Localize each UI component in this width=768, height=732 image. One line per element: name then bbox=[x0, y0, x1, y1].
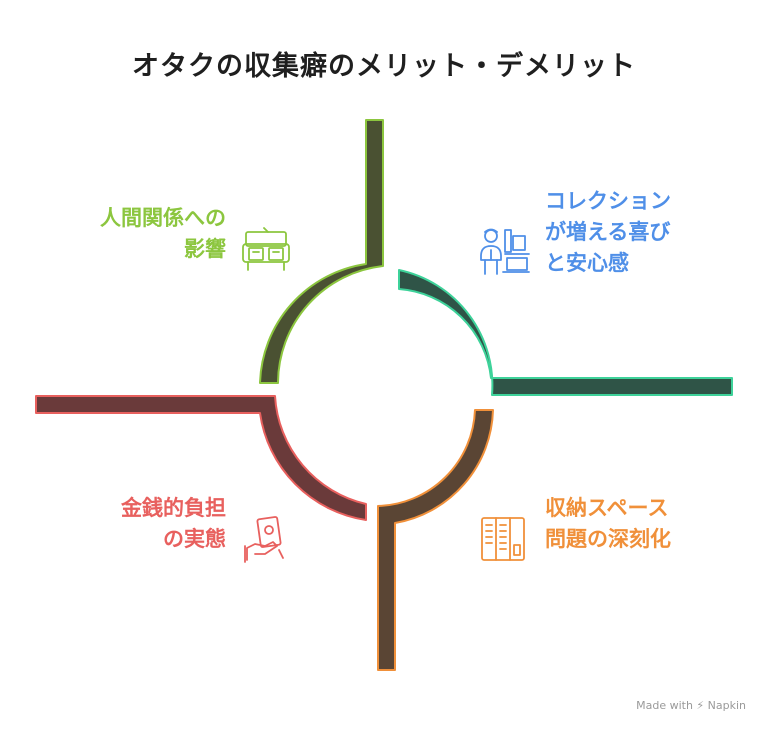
label-storage-problem: 収納スペース 問題の深刻化 bbox=[545, 493, 671, 555]
label-line: 問題の深刻化 bbox=[545, 527, 671, 551]
label-line: が増える喜び bbox=[545, 220, 671, 244]
storage-shelf-icon bbox=[481, 517, 525, 561]
segment-top-right bbox=[398, 269, 733, 396]
label-financial-burden: 金銭的負担 の実態 bbox=[121, 493, 226, 555]
hand-with-money-icon bbox=[244, 516, 284, 563]
label-line: 金銭的負担 bbox=[121, 496, 226, 520]
label-line: コレクション bbox=[545, 189, 671, 213]
label-line: 人間関係への bbox=[100, 206, 226, 230]
segment-bottom-left bbox=[35, 395, 367, 521]
label-line: と安心感 bbox=[545, 251, 629, 275]
label-line: の実態 bbox=[163, 527, 226, 551]
segment-bottom-right bbox=[377, 409, 494, 671]
label-collection-joy: コレクション が増える喜び と安心感 bbox=[545, 186, 671, 279]
label-relationships: 人間関係への 影響 bbox=[100, 203, 226, 265]
label-line: 影響 bbox=[184, 237, 226, 261]
person-with-collection-icon bbox=[480, 228, 530, 275]
napkin-watermark[interactable]: Made with ⚡ Napkin bbox=[636, 699, 746, 712]
label-line: 収納スペース bbox=[545, 496, 669, 520]
page-title: オタクの収集癖のメリット・デメリット bbox=[132, 51, 636, 82]
segment-top-left bbox=[259, 119, 384, 384]
sofa-icon bbox=[242, 227, 290, 271]
